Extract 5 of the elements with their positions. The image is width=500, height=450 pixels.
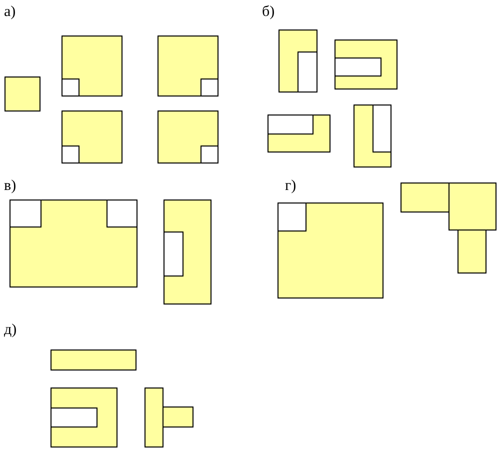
panel-label: г): [285, 178, 296, 194]
panel-label: д): [4, 322, 17, 338]
panel-label: в): [4, 178, 16, 194]
panel-label: а): [4, 4, 16, 20]
panel-label: б): [262, 4, 275, 20]
